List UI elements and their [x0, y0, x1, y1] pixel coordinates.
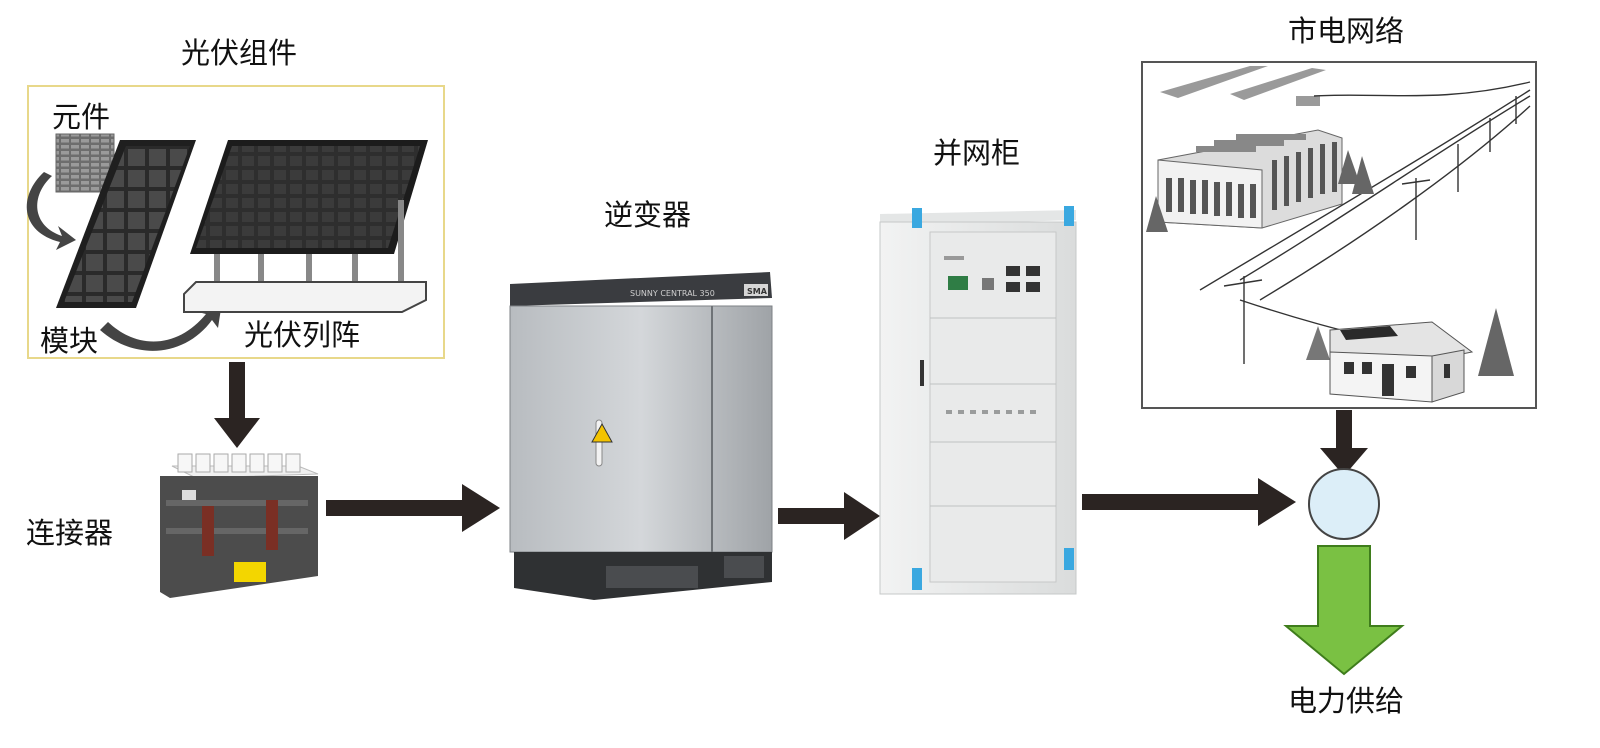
- cell-label: 元件: [52, 100, 111, 134]
- solar-module-icon: [56, 140, 196, 308]
- flow-arrow-down: [214, 362, 260, 448]
- grid-cabinet-icon: [879, 206, 1077, 595]
- flow-arrow-right: [326, 484, 500, 532]
- solar-array-icon: [183, 140, 428, 313]
- inverter-cabinet-icon: SUNNY CENTRAL 350 SMA: [509, 272, 773, 600]
- grid-connection-node: [1308, 468, 1380, 540]
- power-supply-arrow: [1283, 545, 1405, 676]
- inverter-logo-text: SMA: [747, 287, 768, 296]
- connector-label: 连接器: [26, 516, 114, 550]
- utility-grid-label: 市电网络: [1288, 14, 1405, 48]
- utility-grid-scene-icon: [1146, 66, 1531, 403]
- array-label: 光伏列阵: [244, 318, 361, 352]
- module-label: 模块: [40, 324, 99, 358]
- grid-cabinet-label: 并网柜: [933, 136, 1021, 170]
- tree-icon: [1146, 196, 1168, 232]
- connector-box-icon: [160, 453, 319, 598]
- curved-arrow-icon: [26, 172, 76, 250]
- flow-arrow-down: [1320, 410, 1368, 476]
- flow-arrow-right: [1082, 478, 1296, 526]
- power-supply-label: 电力供给: [1288, 684, 1405, 718]
- curved-arrow-icon: [100, 302, 222, 351]
- inverter-brand-text: SUNNY CENTRAL 350: [630, 289, 715, 298]
- inverter-label: 逆变器: [604, 198, 692, 232]
- flow-arrow-right: [778, 492, 880, 540]
- pv-assembly-title: 光伏组件: [181, 36, 298, 70]
